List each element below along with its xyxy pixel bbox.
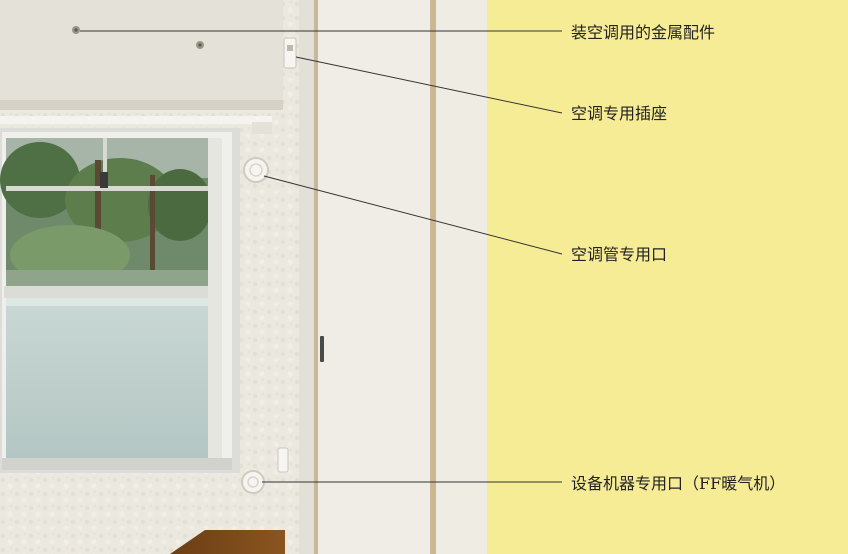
room-illustration bbox=[0, 0, 487, 554]
label-equipment-port: 设备机器专用口（FF暖气机） bbox=[571, 474, 786, 493]
window-lower-pane bbox=[6, 298, 208, 458]
closet-door bbox=[316, 0, 432, 554]
floor bbox=[170, 530, 285, 554]
label-ac-pipe-port: 空调管专用口 bbox=[571, 245, 668, 264]
label-ac-mounting-bracket: 装空调用的金属配件 bbox=[571, 23, 716, 42]
leader-line-3 bbox=[263, 175, 563, 255]
wall-valance bbox=[0, 0, 283, 108]
door-handle bbox=[320, 336, 324, 362]
label-ac-outlet: 空调专用插座 bbox=[571, 104, 668, 123]
leader-line-2 bbox=[295, 56, 563, 114]
curtain-rail bbox=[0, 116, 272, 124]
corner-wall bbox=[299, 0, 317, 554]
ac-pipe-port bbox=[243, 157, 269, 183]
room-photo bbox=[0, 0, 487, 554]
